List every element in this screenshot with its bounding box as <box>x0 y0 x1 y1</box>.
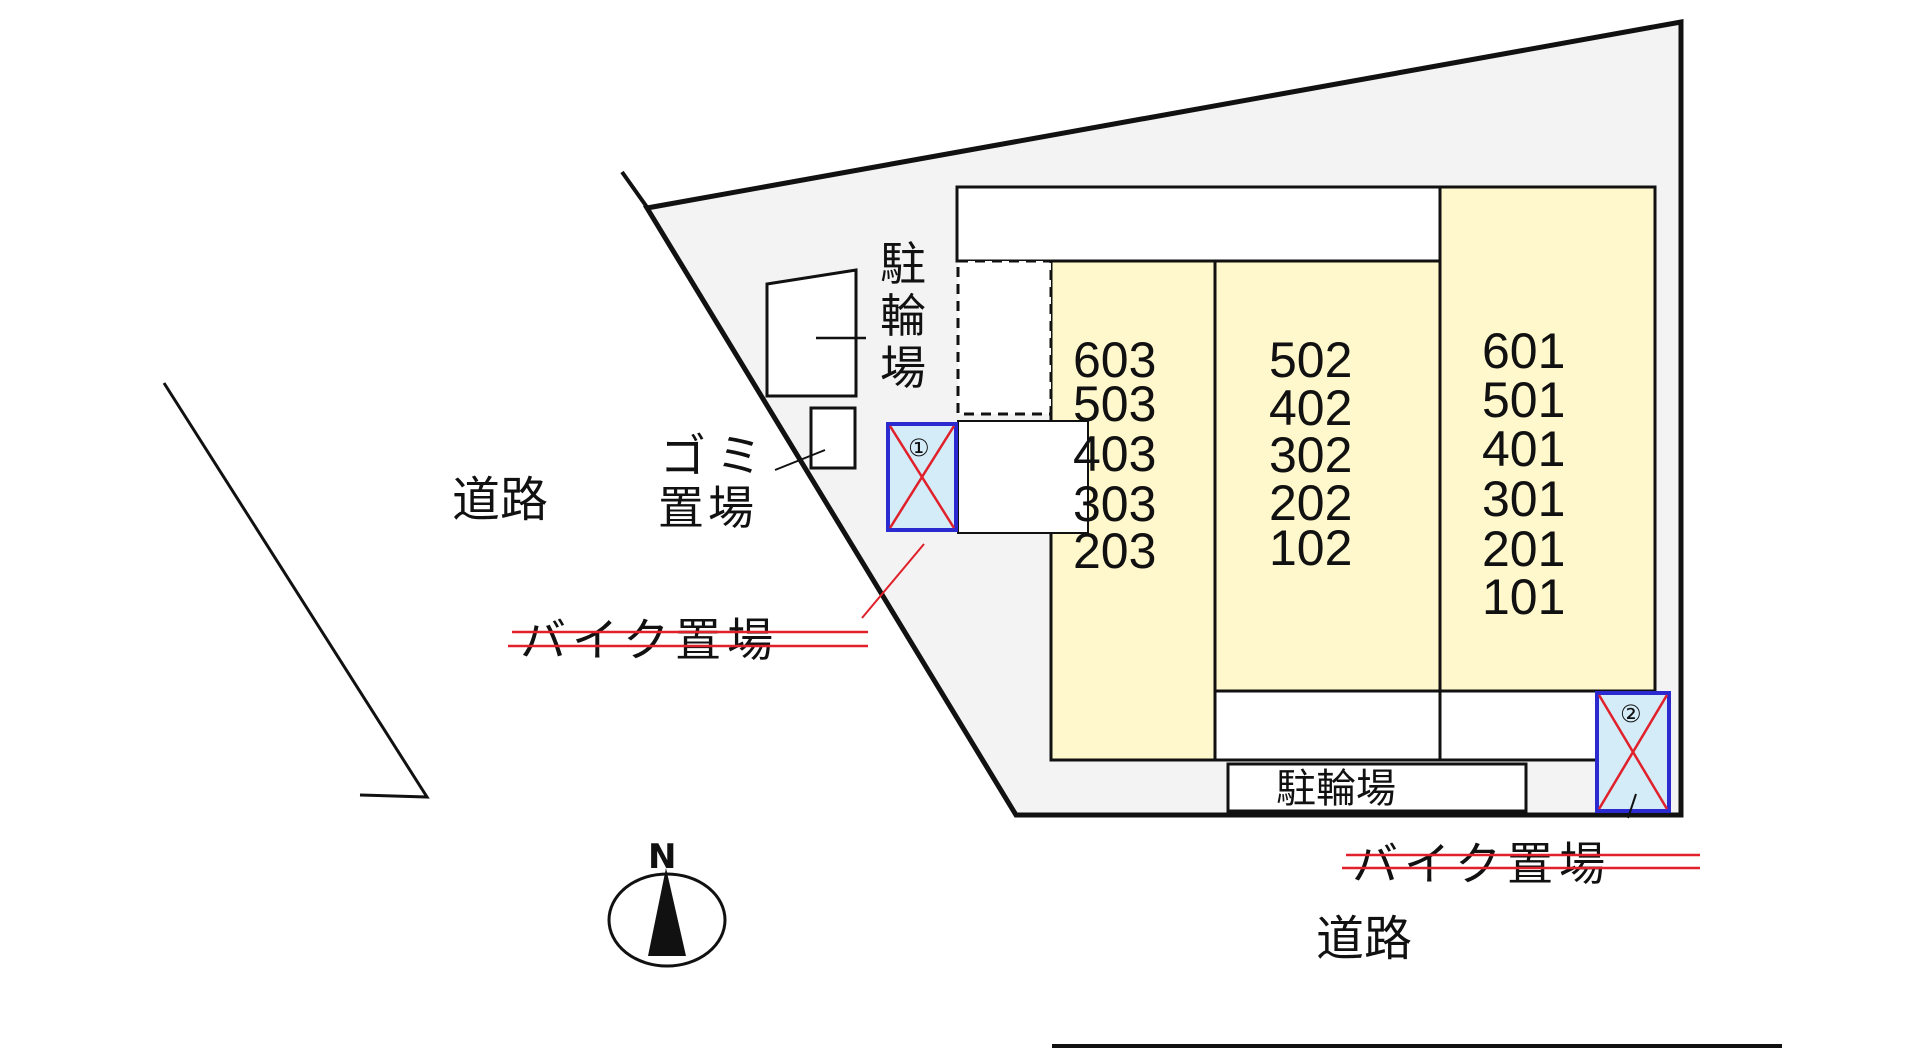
lot-boundary-extension <box>620 170 651 212</box>
unit-number: 202 <box>1269 475 1352 531</box>
unit-list-column-02: 502 402 302 202 102 <box>1269 332 1352 576</box>
spot-2-number: ② <box>1620 700 1642 728</box>
road-label-west: 道路 <box>452 472 548 528</box>
motorbike-1-leader <box>861 543 925 619</box>
north-letter: N <box>648 837 676 877</box>
unit-number: 501 <box>1482 372 1565 428</box>
label-line: ゴミ <box>660 429 772 483</box>
road-label-south: 道路 <box>1316 911 1412 967</box>
bicycle-parking-south <box>1226 762 1528 813</box>
bicycle-parking-north <box>956 259 1053 416</box>
unit-block-column-01 <box>1438 185 1657 693</box>
unit-number: 301 <box>1482 471 1565 527</box>
label-text: バイク置場 <box>520 613 779 667</box>
unit-list-column-03: 603 503 403 303 203 <box>1073 332 1156 579</box>
unit-number: 201 <box>1482 521 1565 577</box>
garbage-area-leader <box>774 449 826 471</box>
north-compass-icon: N <box>607 837 727 968</box>
bicycle-shed <box>765 268 858 398</box>
label-line: 置場 <box>658 481 758 535</box>
motorbike-parking-label-1: バイク置場 <box>508 613 868 667</box>
bicycle-parking-north-label: 駐 輪 場 <box>880 237 926 395</box>
corridor-south-middle <box>1213 689 1442 762</box>
label-text: バイク置場 <box>1352 837 1611 891</box>
corridor-south-right <box>1438 689 1599 762</box>
entrance-area <box>957 420 1089 534</box>
spot-1-number: ① <box>908 434 930 462</box>
unit-number: 503 <box>1073 376 1156 432</box>
motorbike-spot-2: ② <box>1595 691 1671 813</box>
unit-number: 402 <box>1269 380 1352 436</box>
label-char: 輪 <box>880 289 926 343</box>
road-edge-west <box>162 382 430 799</box>
unit-number: 601 <box>1482 323 1565 379</box>
unit-number: 303 <box>1073 476 1156 532</box>
corridor-north <box>955 185 1442 263</box>
unit-number: 203 <box>1073 523 1156 579</box>
motorbike-2-leader <box>1627 793 1637 819</box>
label-char: 駐 <box>880 237 926 291</box>
unit-number: 102 <box>1269 520 1352 576</box>
unit-number: 502 <box>1269 332 1352 388</box>
unit-number: 603 <box>1073 332 1156 388</box>
garbage-area <box>809 406 857 470</box>
unit-list-column-01: 601 501 401 301 201 101 <box>1482 323 1565 625</box>
label-char: 場 <box>880 341 926 395</box>
unit-block-column-02 <box>1213 259 1442 693</box>
unit-number: 401 <box>1482 421 1565 477</box>
motorbike-spot-1: ① <box>886 422 958 532</box>
motorbike-parking-label-2: バイク置場 <box>1342 837 1700 891</box>
bicycle-parking-south-label: 駐輪場 <box>1276 766 1396 812</box>
unit-number: 302 <box>1269 427 1352 483</box>
unit-number: 403 <box>1073 426 1156 482</box>
unit-number: 101 <box>1482 569 1565 625</box>
garbage-area-label: ゴミ 置場 <box>658 429 772 535</box>
